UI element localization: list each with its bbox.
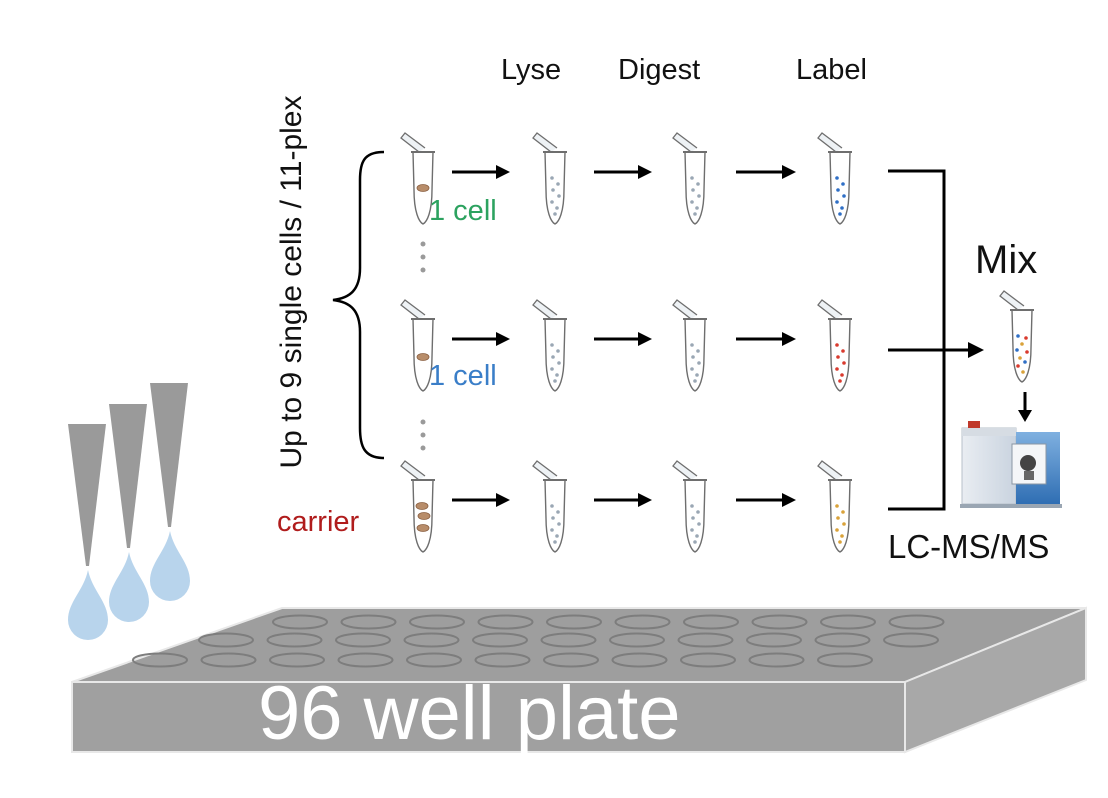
well [888, 614, 945, 630]
well [746, 632, 802, 648]
well [540, 632, 597, 648]
droplet-icon [109, 552, 149, 622]
microcentrifuge-tube-icon [532, 299, 567, 392]
well [477, 614, 534, 630]
microcentrifuge-tube-icon [532, 132, 567, 225]
arrow-icon [452, 493, 510, 507]
well [614, 614, 671, 630]
mix-label: Mix [975, 238, 1038, 282]
brace-icon [332, 150, 385, 460]
microcentrifuge-tube-icon [817, 460, 852, 553]
arrow-icon [452, 165, 510, 179]
merge-connector [888, 169, 970, 511]
step-lyse-label: Lyse [501, 54, 562, 86]
well [472, 632, 528, 648]
well [546, 614, 602, 630]
well [609, 632, 665, 648]
well [340, 614, 397, 630]
microcentrifuge-tube-icon [817, 299, 852, 392]
well [272, 614, 328, 630]
pipette-tip-icon [68, 424, 106, 566]
microcentrifuge-tube-icon [400, 460, 435, 553]
arrow-icon [1018, 410, 1032, 422]
microcentrifuge-tube-icon [400, 299, 435, 392]
brace-label: Up to 9 single cells / 11-plex [275, 95, 308, 469]
step-digest-label: Digest [618, 54, 701, 86]
microcentrifuge-tube-icon [672, 299, 707, 392]
cell-label-top: 1 cell [429, 195, 497, 227]
well [543, 652, 599, 668]
cell-label-bottom: carrier [277, 506, 360, 538]
arrow-icon [594, 165, 652, 179]
well [198, 632, 254, 648]
microcentrifuge-tube-icon [999, 290, 1034, 383]
mass-spectrometer-icon [960, 421, 1062, 508]
microcentrifuge-tube-icon [400, 132, 435, 225]
well [409, 614, 465, 630]
plate-label: 96 well plate [258, 671, 681, 756]
ellipsis-dots [420, 241, 426, 451]
well [335, 632, 391, 648]
well [820, 614, 876, 630]
microcentrifuge-tube-icon [532, 460, 567, 553]
instrument-label: LC-MS/MS [888, 528, 1050, 565]
arrow-grid [452, 165, 796, 507]
well [132, 652, 188, 668]
well [403, 632, 460, 648]
well [817, 652, 873, 668]
well [883, 632, 939, 648]
pipette-tip-icon [150, 383, 188, 527]
arrow-icon [594, 493, 652, 507]
well [406, 652, 462, 668]
microcentrifuge-tube-icon [672, 460, 707, 553]
well [680, 652, 736, 668]
step-label-label: Label [796, 54, 867, 86]
droplet-icon [150, 531, 190, 601]
cell-label-middle: 1 cell [429, 360, 497, 392]
arrow-icon [968, 342, 984, 358]
droplet-icon [68, 570, 108, 640]
well [266, 632, 323, 648]
pipette-group [68, 383, 190, 640]
arrow-icon [736, 493, 796, 507]
well [269, 652, 325, 668]
well [683, 614, 739, 630]
pipette-tip-icon [109, 404, 147, 548]
arrow-icon [452, 332, 510, 346]
well [748, 652, 805, 668]
plate-front-face [71, 681, 906, 753]
well [337, 652, 394, 668]
well [814, 632, 871, 648]
well [611, 652, 668, 668]
arrow-icon [594, 332, 652, 346]
well [751, 614, 808, 630]
arrow-icon [736, 332, 796, 346]
well [200, 652, 257, 668]
plate-wells [132, 614, 945, 668]
microcentrifuge-tube-icon [817, 132, 852, 225]
microcentrifuge-tube-icon [672, 132, 707, 225]
well-plate [71, 606, 1087, 754]
well [677, 632, 734, 648]
well [474, 652, 531, 668]
arrow-icon [736, 165, 796, 179]
tube-grid [400, 132, 1034, 553]
